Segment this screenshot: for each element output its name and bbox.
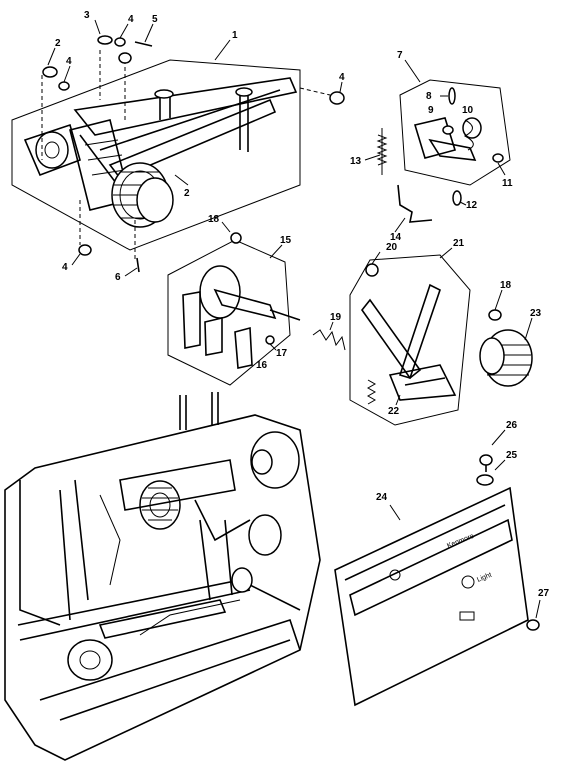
callout-4b: 4 [66, 56, 72, 67]
callout-2b: 2 [184, 188, 190, 199]
callout-10: 10 [462, 105, 474, 116]
callout-18a: 18 [208, 214, 220, 225]
face-plate: Kenmore Light [334, 454, 540, 707]
callout-22: 22 [388, 406, 400, 417]
callout-5: 5 [152, 14, 158, 25]
light-label: Light [476, 572, 493, 584]
callout-7: 7 [397, 50, 403, 61]
callout-14: 14 [390, 232, 402, 243]
callout-27: 27 [538, 588, 550, 599]
callout-1: 1 [232, 30, 238, 41]
callout-3: 3 [84, 10, 90, 21]
stitch-selector-assembly [349, 254, 533, 426]
callout-9: 9 [428, 105, 434, 116]
callout-15: 15 [280, 235, 292, 246]
callout-20: 20 [386, 242, 398, 253]
callouts: 1 2 2 3 4 4 4 4 5 6 7 8 9 10 11 12 13 14 [47, 10, 550, 619]
callout-18b: 18 [500, 280, 512, 291]
upper-shaft-assembly [11, 35, 345, 273]
callout-12: 12 [466, 200, 478, 211]
callout-4c: 4 [339, 72, 345, 83]
callout-21: 21 [453, 238, 465, 249]
callout-11: 11 [502, 178, 513, 189]
callout-23: 23 [530, 308, 542, 319]
callout-17: 17 [276, 348, 288, 359]
callout-25: 25 [506, 450, 518, 461]
machine-body [4, 392, 321, 761]
brand-label: Kenmore [446, 533, 475, 550]
callout-13: 13 [350, 156, 362, 167]
bobbin-winder-assembly [376, 79, 511, 223]
callout-24: 24 [376, 492, 388, 503]
callout-16: 16 [256, 360, 268, 371]
feed-regulator-assembly [167, 232, 346, 386]
callout-4d: 4 [62, 262, 68, 273]
callout-8: 8 [426, 91, 432, 102]
callout-19: 19 [330, 312, 342, 323]
callout-4a: 4 [128, 14, 134, 25]
callout-6: 6 [115, 272, 121, 283]
callout-2a: 2 [55, 38, 61, 49]
callout-26: 26 [506, 420, 518, 431]
